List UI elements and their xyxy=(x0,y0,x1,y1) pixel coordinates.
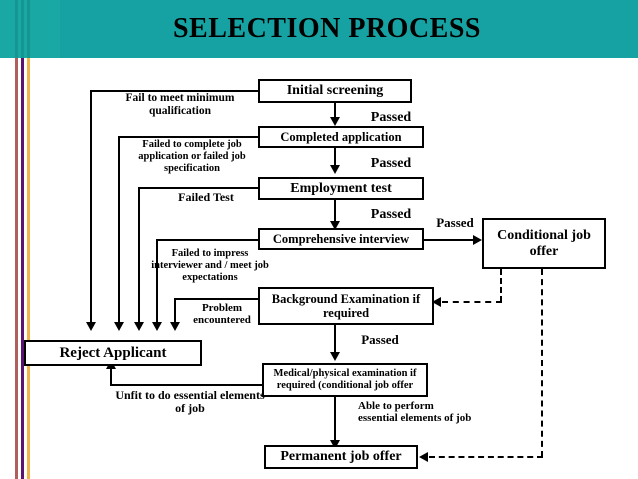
dashed-edge-conditional-to-permanent-v xyxy=(541,269,543,457)
arrowhead-medical-to-permanent xyxy=(330,440,340,449)
node-permanent-job-offer[interactable]: Permanent job offer xyxy=(264,445,418,469)
node-initial-screening-label: Initial screening xyxy=(286,83,384,99)
arrowhead-conditional-to-background xyxy=(432,297,441,307)
banner-stripe-2 xyxy=(21,0,24,58)
edge-background-reject-v xyxy=(174,298,176,326)
edge-completed-reject-v xyxy=(118,136,120,326)
node-reject-applicant-label: Reject Applicant xyxy=(59,344,167,361)
edge-label-fail-minimum-qualification: Fail to meet minimum qualification xyxy=(125,92,235,117)
edge-completed-to-employment xyxy=(334,148,336,169)
edge-background-reject-h xyxy=(174,298,260,300)
edge-medical-to-permanent xyxy=(334,397,336,445)
edge-initial-to-completed xyxy=(334,103,336,121)
node-background-examination[interactable]: Background Examination if required xyxy=(258,287,434,325)
node-conditional-job-offer[interactable]: Conditional job offer xyxy=(482,218,606,269)
node-completed-application[interactable]: Completed application xyxy=(258,126,424,148)
node-comprehensive-interview[interactable]: Comprehensive interview xyxy=(258,228,424,250)
arrowhead-initial-reject xyxy=(86,322,96,331)
arrowhead-employment-reject xyxy=(134,322,144,331)
edge-medical-reject-v xyxy=(110,366,112,386)
edge-completed-reject-h xyxy=(118,136,260,138)
decorative-stripe-gold xyxy=(27,58,30,479)
edge-label-failed-test: Failed Test xyxy=(178,190,234,204)
node-medical-examination-label: Medical/physical examination if required… xyxy=(273,368,417,391)
edge-medical-reject-h xyxy=(110,384,262,386)
edge-employment-to-interview xyxy=(334,200,336,225)
edge-interview-reject-h xyxy=(156,239,260,241)
node-employment-test-label: Employment test xyxy=(290,180,392,196)
node-conditional-job-offer-label: Conditional job offer xyxy=(497,227,591,259)
node-initial-screening[interactable]: Initial screening xyxy=(258,79,412,103)
dashed-edge-conditional-to-background-h xyxy=(442,301,502,303)
arrowhead-background-reject xyxy=(170,322,180,331)
edge-initial-reject-v xyxy=(90,90,92,326)
edge-background-to-medical xyxy=(334,325,336,358)
edge-label-problem-encountered: Problem encountered xyxy=(193,302,251,327)
node-employment-test[interactable]: Employment test xyxy=(258,177,424,200)
title-banner-accent xyxy=(0,0,60,58)
page-title: SELECTION PROCESS xyxy=(172,13,482,44)
title-banner xyxy=(0,0,638,58)
edge-label-passed-4: Passed xyxy=(436,215,474,230)
edge-interview-to-conditional xyxy=(423,239,476,241)
edge-label-passed-2: Passed xyxy=(370,156,412,171)
node-completed-application-label: Completed application xyxy=(280,130,402,144)
arrowhead-interview-to-conditional xyxy=(473,235,482,245)
edge-label-able-to-perform: Able to perform essential elements of jo… xyxy=(358,400,472,425)
edge-label-passed-5: Passed xyxy=(361,332,399,347)
edge-label-passed-3: Passed xyxy=(370,207,412,222)
edge-employment-reject-h xyxy=(138,187,260,189)
arrowhead-completed-reject xyxy=(114,322,124,331)
edge-interview-reject-v xyxy=(156,239,158,326)
node-reject-applicant[interactable]: Reject Applicant xyxy=(24,340,202,366)
node-permanent-job-offer-label: Permanent job offer xyxy=(280,449,402,465)
banner-stripe-3 xyxy=(27,0,30,58)
edge-label-failed-impress-interviewer: Failed to impress interviewer and / meet… xyxy=(151,248,269,283)
arrowhead-employment-to-interview xyxy=(330,221,340,230)
decorative-stripe-red xyxy=(15,58,18,479)
arrowhead-conditional-to-permanent xyxy=(419,452,428,462)
dashed-edge-conditional-to-permanent-h xyxy=(429,456,543,458)
arrowhead-interview-reject xyxy=(152,322,162,331)
edge-employment-reject-v xyxy=(138,187,140,326)
node-background-examination-label: Background Examination if required xyxy=(271,292,421,320)
edge-initial-reject-h xyxy=(90,90,260,92)
banner-stripe-1 xyxy=(15,0,18,58)
arrowhead-initial-to-completed xyxy=(330,117,340,126)
arrowhead-background-to-medical xyxy=(330,352,340,361)
dashed-edge-conditional-to-background-v xyxy=(500,269,502,302)
decorative-stripe-purple xyxy=(21,58,24,479)
edge-label-passed-1: Passed xyxy=(370,110,412,125)
edge-label-failed-complete-application: Failed to complete job application or fa… xyxy=(138,139,246,174)
arrowhead-completed-to-employment xyxy=(330,165,340,174)
node-comprehensive-interview-label: Comprehensive interview xyxy=(272,232,410,246)
node-medical-examination[interactable]: Medical/physical examination if required… xyxy=(262,363,428,397)
edge-label-unfit-essential-elements: Unfit to do essential elements of job xyxy=(115,388,265,416)
